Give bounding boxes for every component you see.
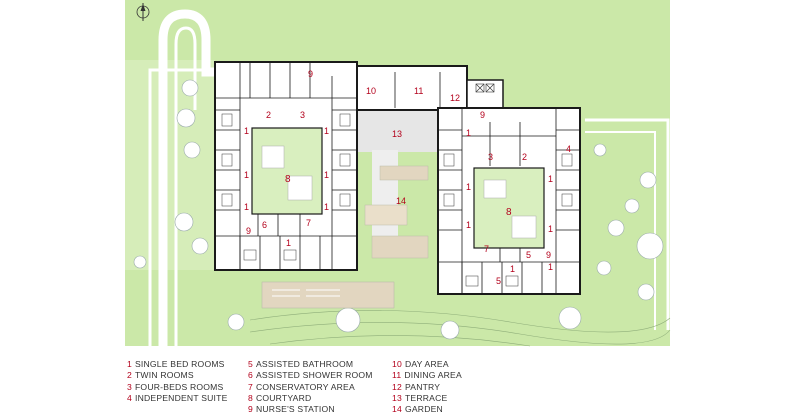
deck-bench	[379, 165, 429, 181]
terrace-path	[372, 150, 398, 240]
label-single-bed: 1	[548, 174, 553, 184]
label-single-bed: 1	[324, 126, 329, 136]
label-single-bed: 1	[244, 170, 249, 180]
label-four-beds: 3	[488, 152, 493, 162]
entrance-deck	[371, 235, 429, 259]
label-day-area: 10	[366, 86, 376, 96]
label-garden: 14	[396, 196, 406, 206]
label-nurses-station: 9	[246, 226, 251, 236]
label-courtyard: 8	[285, 174, 291, 185]
label-single-bed: 1	[466, 220, 471, 230]
label-pantry: 12	[450, 93, 460, 103]
label-conservatory: 7	[306, 218, 311, 228]
label-single-bed: 1	[548, 224, 553, 234]
footpath-east-2	[585, 131, 656, 330]
label-nurses-station: 9	[546, 250, 551, 260]
site-plan: 1 1 1 1 1 1 1 1 1 1 1 1 1 1 2 2 3 3 4 5 …	[125, 0, 671, 347]
contour-line	[249, 310, 671, 333]
label-single-bed: 1	[286, 238, 291, 248]
label-single-bed: 1	[244, 126, 249, 136]
left-wing	[214, 61, 358, 271]
label-courtyard: 8	[506, 207, 512, 218]
south-deck-pattern	[272, 289, 340, 297]
contour-line	[269, 335, 531, 347]
label-terrace: 13	[392, 129, 402, 139]
label-twin: 2	[266, 110, 271, 120]
access-road	[158, 9, 215, 346]
label-single-bed: 1	[466, 182, 471, 192]
south-deck	[261, 281, 395, 309]
label-independent-suite: 4	[566, 144, 571, 154]
plan-labels: 1 1 1 1 1 1 1 1 1 1 1 1 1 1 2 2 3 3 4 5 …	[244, 69, 571, 286]
label-single-bed: 1	[466, 128, 471, 138]
label-four-beds: 3	[300, 110, 305, 120]
label-assisted-bathroom: 5	[526, 250, 531, 260]
label-shower-room: 6	[262, 220, 267, 230]
label-twin: 2	[522, 152, 527, 162]
right-wing	[437, 107, 581, 295]
north-arrow-icon	[136, 3, 150, 21]
trees	[133, 79, 664, 340]
footpath-west	[148, 68, 215, 346]
label-assisted-bathroom: 5	[496, 276, 501, 286]
label-single-bed: 1	[510, 264, 515, 274]
label-single-bed: 1	[244, 202, 249, 212]
label-nurses-station: 9	[308, 69, 313, 79]
courtyard-left	[251, 127, 323, 215]
access-road-inner	[174, 26, 197, 346]
garden-deck	[364, 204, 408, 226]
label-conservatory: 7	[484, 244, 489, 254]
label-dining-area: 11	[414, 86, 423, 96]
label-nurses-station: 9	[480, 110, 485, 120]
contour-line	[249, 322, 671, 345]
label-single-bed: 1	[324, 202, 329, 212]
label-single-bed: 1	[324, 170, 329, 180]
footpath-east	[585, 118, 670, 330]
label-single-bed: 1	[548, 262, 553, 272]
central-block	[356, 65, 504, 111]
